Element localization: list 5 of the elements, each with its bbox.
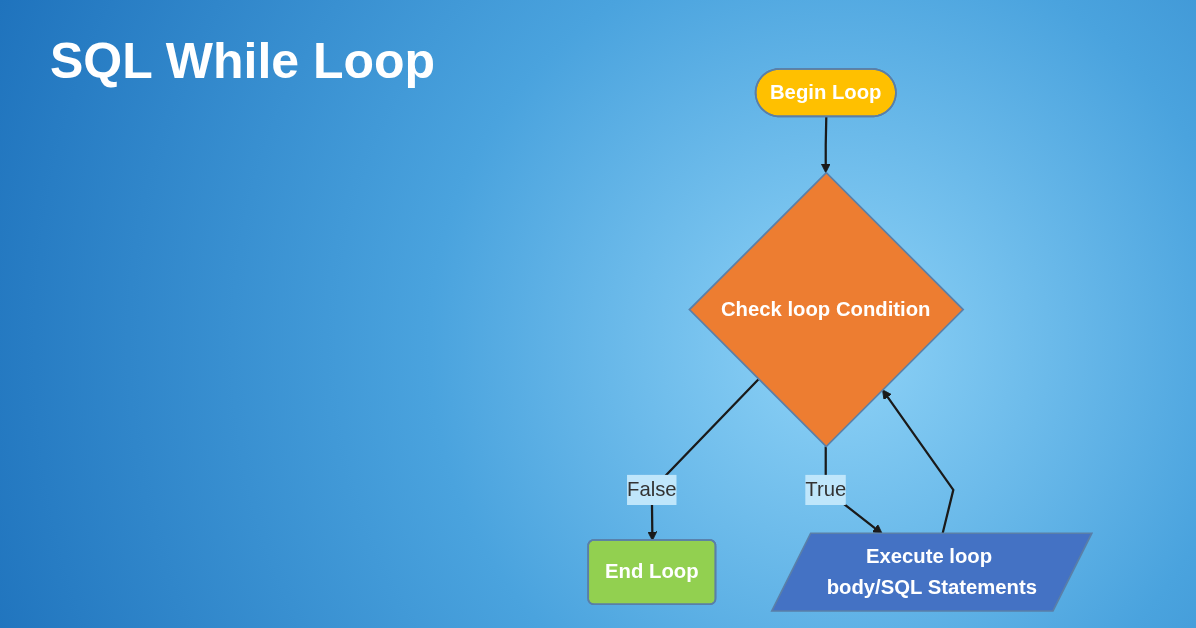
- arrow: [820, 116, 831, 174]
- edge-label: False: [627, 478, 677, 501]
- node-diamond: Check loop Condition: [688, 171, 965, 448]
- edge-label: True: [805, 478, 847, 501]
- title: SQL While Loop: [50, 32, 436, 90]
